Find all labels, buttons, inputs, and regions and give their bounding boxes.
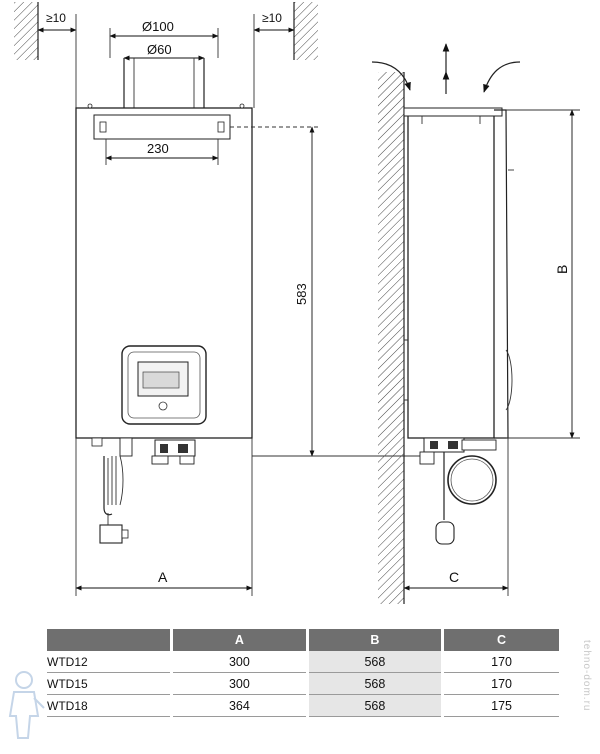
header-model xyxy=(47,629,174,651)
cell-model: WTD12 xyxy=(47,651,174,673)
front-water-fittings xyxy=(151,439,196,465)
side-view: B C xyxy=(371,43,580,604)
dim-a-label: A xyxy=(158,569,168,585)
table-row: WTD12 300 568 170 xyxy=(47,651,559,673)
cell-c: 175 xyxy=(442,694,559,717)
table-row: WTD15 300 568 170 xyxy=(47,672,559,695)
diameter-inner-label: Ø60 xyxy=(147,42,172,57)
cell-a: 300 xyxy=(171,672,309,695)
cell-b: 568 xyxy=(307,672,445,695)
clearance-left-label: ≥10 xyxy=(46,11,66,25)
cell-b: 568 xyxy=(307,651,445,673)
dim-c-label: C xyxy=(449,569,459,585)
cell-c: 170 xyxy=(442,672,559,695)
unit-side-body xyxy=(407,109,495,439)
cell-model: WTD18 xyxy=(47,694,174,717)
dimensions-table: A B C WTD12 300 568 170 WTD15 300 568 17… xyxy=(47,629,559,717)
side-cable-coil xyxy=(447,455,497,505)
diameter-outer-label: Ø100 xyxy=(142,19,174,34)
table-header-row: A B C xyxy=(47,629,559,651)
height-583-label: 583 xyxy=(294,283,309,305)
watermark-text: tehno-dom.ru xyxy=(581,640,592,712)
header-c: C xyxy=(442,629,559,651)
right-wall-hatch xyxy=(294,2,318,60)
cell-model: WTD15 xyxy=(47,672,174,695)
mascot-logo xyxy=(8,671,45,739)
table-row: WTD18 364 568 175 xyxy=(47,694,559,717)
cell-a: 300 xyxy=(171,651,309,673)
side-plug xyxy=(435,521,455,545)
dim-b-label: B xyxy=(554,265,570,274)
front-plug xyxy=(99,524,123,544)
header-b: B xyxy=(307,629,445,651)
cell-a: 364 xyxy=(171,694,309,717)
left-wall-hatch xyxy=(14,2,38,60)
clearance-right-label: ≥10 xyxy=(262,11,282,25)
cell-c: 170 xyxy=(442,651,559,673)
front-view: ≥10 ≥10 Ø100 Ø60 230 xyxy=(14,2,420,596)
airflow-arrows xyxy=(371,43,521,94)
mounting-bar xyxy=(93,114,231,140)
width-230-label: 230 xyxy=(147,141,169,156)
wall-hatch xyxy=(378,72,404,604)
front-cable-coil xyxy=(99,455,129,544)
cell-b: 568 xyxy=(307,694,445,717)
header-a: A xyxy=(171,629,309,651)
side-water-fittings xyxy=(419,437,497,465)
